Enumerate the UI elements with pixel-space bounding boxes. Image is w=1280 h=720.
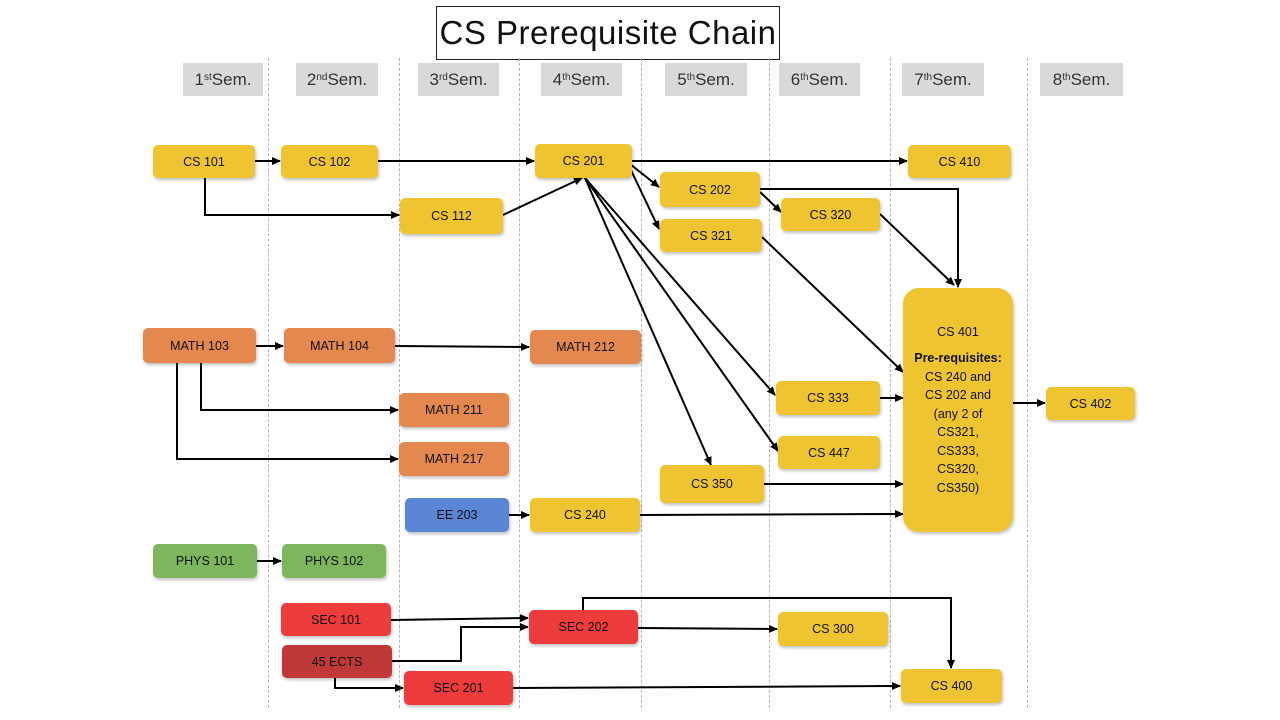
arrow-math104-math212 [394,342,530,351]
semester-num: 2 [306,69,317,89]
course-math104: MATH 104 [284,328,395,363]
semester-divider [1027,58,1028,708]
course-sec202: SEC 202 [529,610,638,644]
cs401-prereq-line: CS320, [937,462,979,477]
course-cs201: CS 201 [535,144,632,178]
semester-divider [399,58,400,708]
course-phys102: PHYS 102 [282,544,386,578]
arrow-math103-math211 [200,363,399,414]
arrow-sec202-cs300 [637,624,778,633]
arrow-cs202-cs320 [759,191,782,213]
course-cs320: CS 320 [781,198,880,231]
semester-divider [519,58,520,708]
arrow-ects45-sec201 [334,678,404,692]
course-math212: MATH 212 [530,330,641,364]
arrow-sec101-sec202 [390,614,529,623]
course-cs333: CS 333 [776,381,880,415]
course-cs102: CS 102 [281,145,378,178]
semester-num: 4 [552,69,563,89]
arrow-ects45-sec202 [392,623,529,662]
diagram-title: CS Prerequisite Chain [436,6,780,60]
course-sec101: SEC 101 [281,603,391,636]
semester-suffix: Sem. [327,69,368,89]
course-cs240: CS 240 [530,498,640,532]
semester-suffix: Sem. [570,69,611,89]
semester-divider [268,58,269,708]
arrow-cs320-cs401 [879,213,955,286]
semester-divider [641,58,642,708]
course-cs202: CS 202 [660,172,760,207]
semester-suffix: Sem. [211,69,252,89]
arrow-cs201-cs321 [629,167,660,230]
semester-suffix: Sem. [695,69,735,89]
arrow-cs101-cs112 [204,178,400,219]
semester-divider [890,58,891,708]
cs401-prereq-line: CS 202 and [924,388,992,403]
cs401-prereq-line: CS350) [936,480,980,495]
course-cs300: CS 300 [778,612,888,646]
semester-num: 7 [914,69,924,89]
course-math217: MATH 217 [399,442,509,476]
requirement-45-ects: 45 ECTS [282,645,392,678]
cs401-name: CS 401 [937,324,979,339]
arrow-math103-math217 [176,363,399,463]
cs401-prereq-heading: Pre-requisites: [914,351,1002,366]
course-cs101: CS 101 [153,145,255,178]
semester-num: 6 [790,69,801,89]
course-cs350: CS 350 [660,465,764,503]
course-cs400: CS 400 [901,669,1002,703]
course-phys101: PHYS 101 [153,544,257,578]
course-cs321: CS 321 [660,219,762,252]
cs401-prereq-line: CS 240 and [924,369,992,384]
semester-num: 3 [429,69,439,89]
semester-suffix: Sem. [447,69,488,89]
course-ee203: EE 203 [405,498,509,532]
course-cs447: CS 447 [778,436,880,469]
course-cs410: CS 410 [908,145,1011,178]
course-math103: MATH 103 [143,328,256,363]
semester-num: 1 [194,69,204,89]
arrow-cs321-cs401 [761,236,904,373]
course-math211: MATH 211 [399,393,509,427]
arrow-sec201-cs400 [512,682,901,691]
course-cs401: CS 401 Pre-requisites: CS 240 and CS 202… [903,288,1013,532]
cs401-prereq-line: CS321, [937,425,979,440]
course-sec201: SEC 201 [404,671,513,705]
semester-suffix: Sem. [1070,69,1111,89]
semester-suffix: Sem. [808,69,849,89]
arrow-cs112-cs201 [502,177,583,216]
course-cs112: CS 112 [400,198,503,234]
arrow-sec202-cs400 [582,597,955,669]
semester-divider [769,58,770,708]
semester-num: 8 [1052,69,1063,89]
semester-num: 5 [677,69,687,89]
semester-suffix: Sem. [932,69,972,89]
cs401-prereq-line: CS333, [937,443,979,458]
arrow-cs240-cs401 [639,510,904,519]
arrow-cs201-cs202 [629,163,660,188]
cs401-prereq-line: (any 2 of [933,406,983,421]
course-cs402: CS 402 [1046,387,1135,420]
